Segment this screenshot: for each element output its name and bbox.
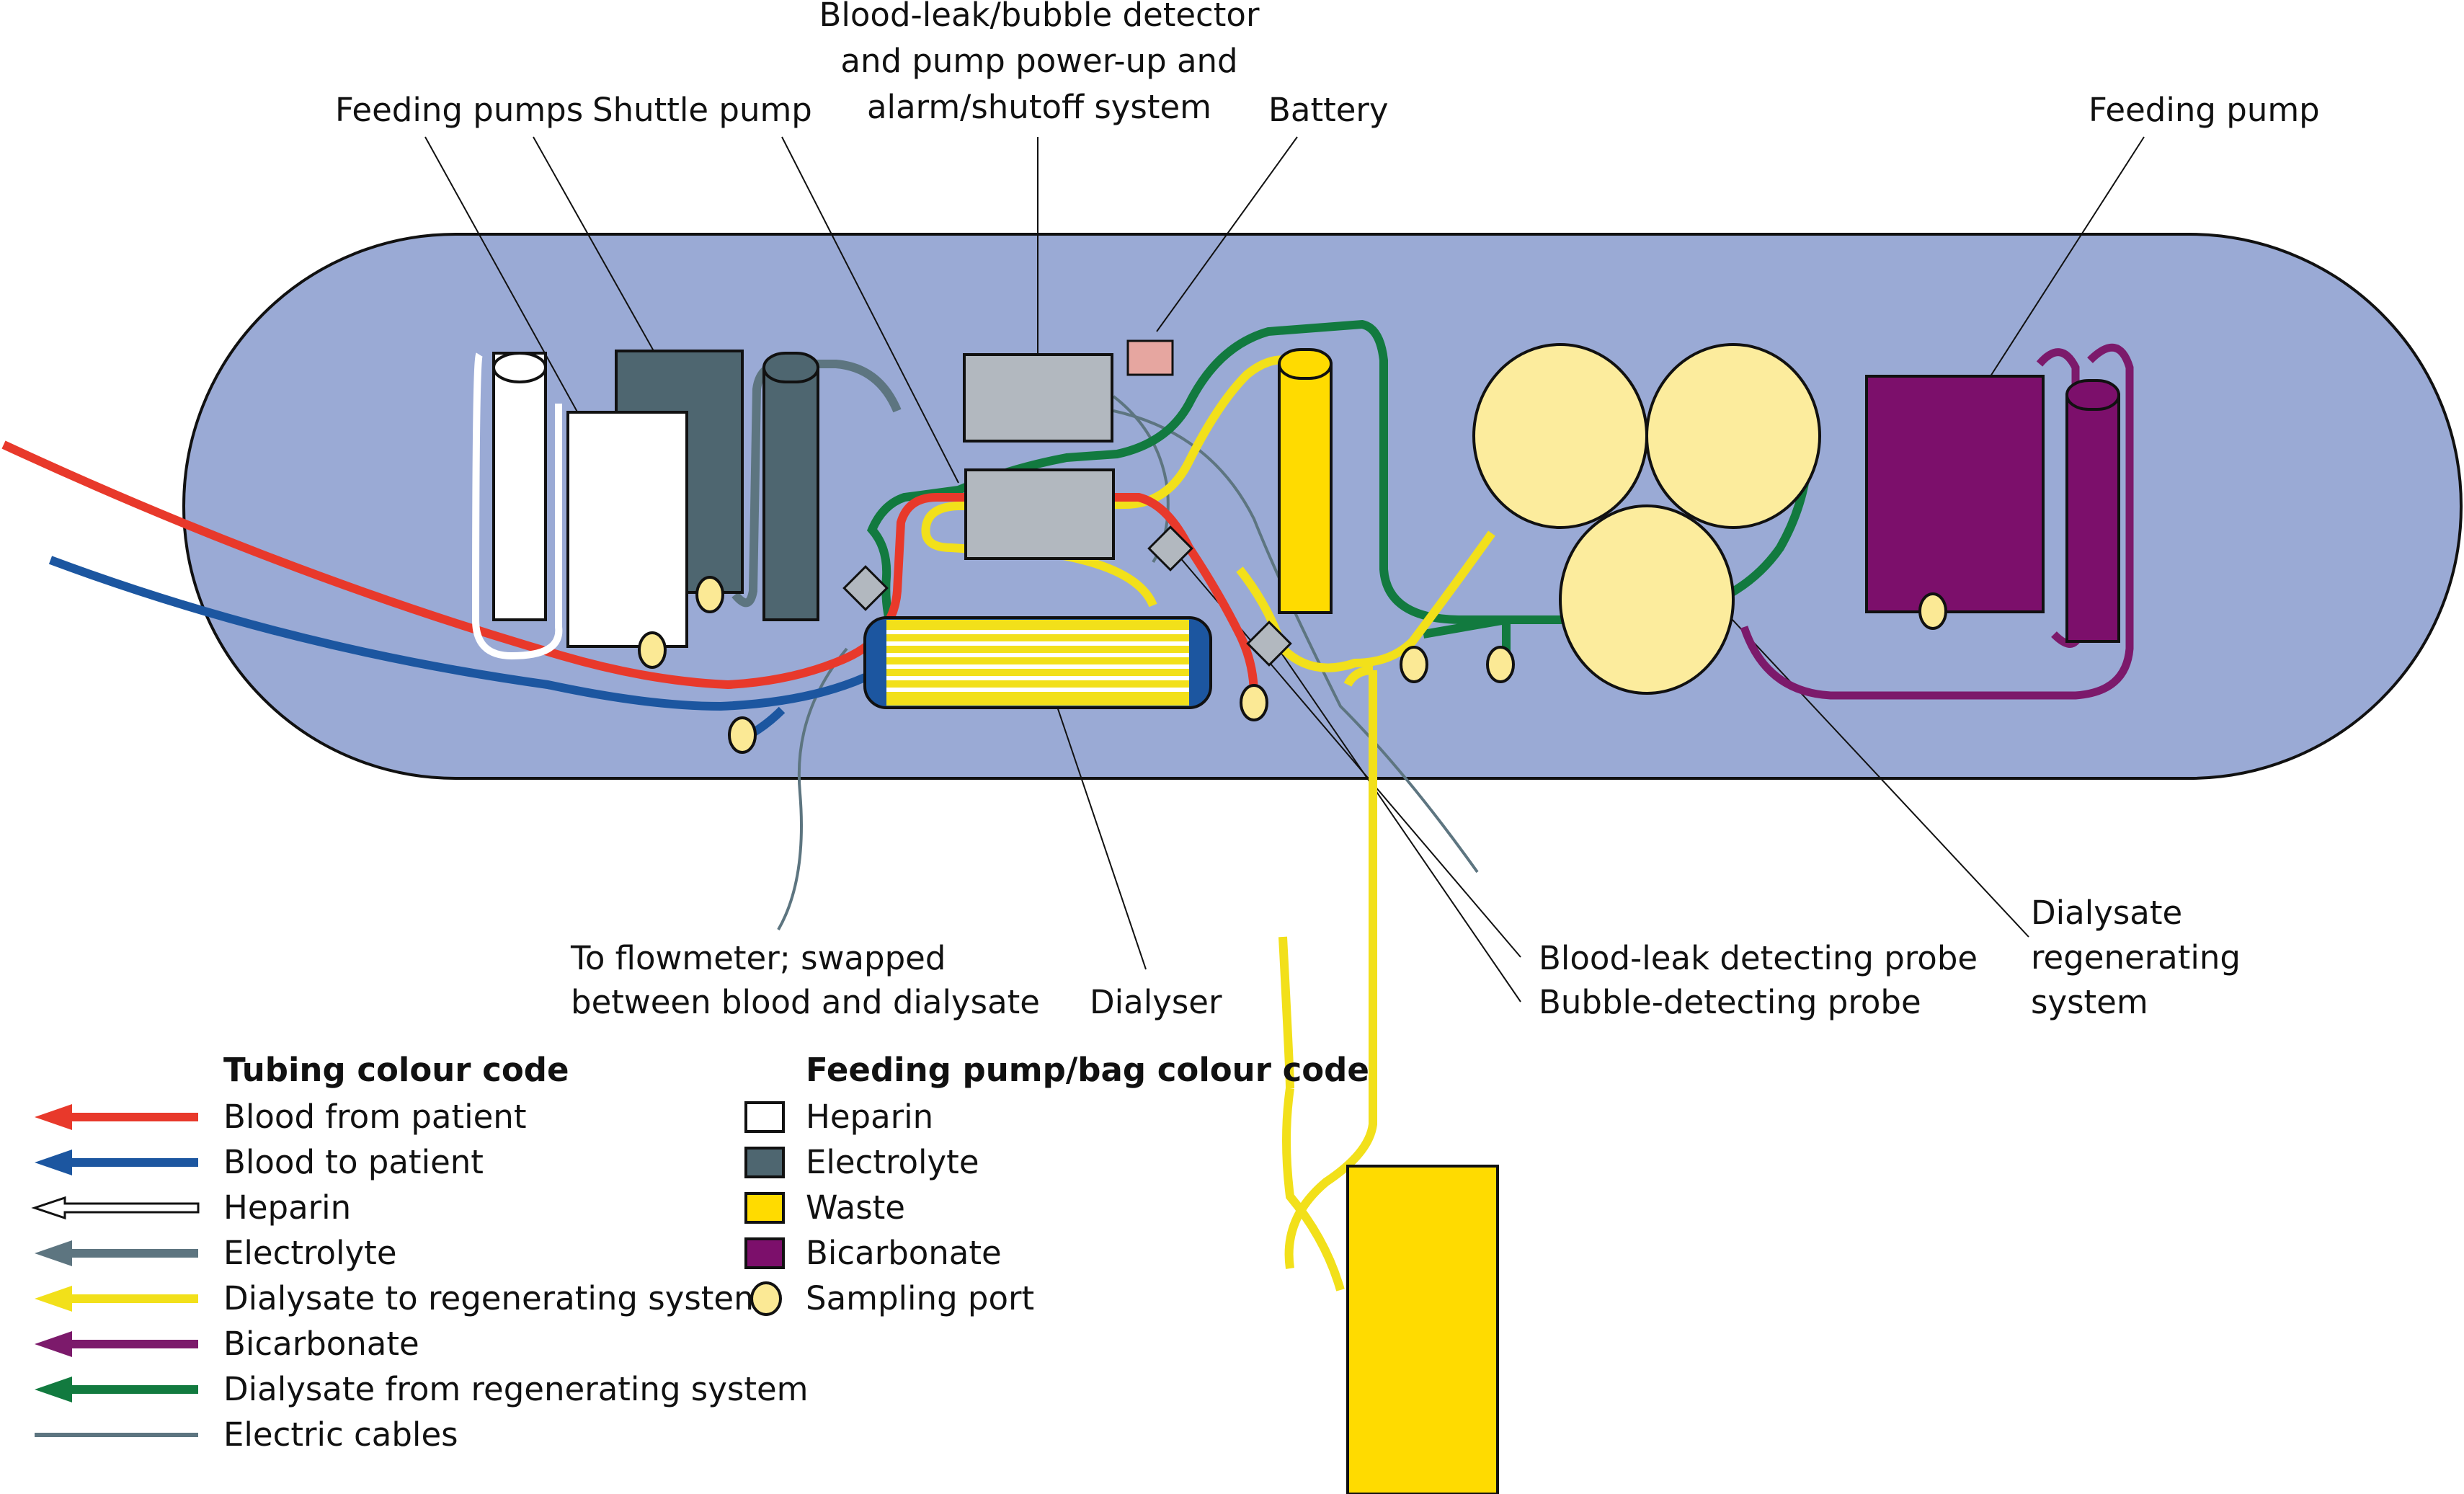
tube-bicarbonate	[1740, 343, 2134, 700]
tubing-legend-label: Dialysate to regenerating system	[223, 1279, 765, 1317]
electrolyte-pump	[762, 366, 819, 621]
leader-regen	[1722, 608, 2029, 938]
waste-pump	[1278, 363, 1333, 614]
bag-legend-label: Bicarbonate	[806, 1234, 1002, 1272]
flowmeter-probe	[842, 565, 889, 611]
label-feeding-pump: Feeding pump	[2089, 91, 2320, 129]
tubing-legend-label: Dialysate from regenerating system	[223, 1370, 809, 1408]
leader-feeding-pump	[1988, 136, 2145, 379]
tubing-legend-label: Heparin	[223, 1188, 351, 1227]
detector-module	[963, 353, 1113, 443]
sampling-port	[728, 716, 757, 754]
bag-legend: Feeding pump/bag colour code HeparinElec…	[744, 1051, 1369, 1317]
blood-leak-probe	[1147, 525, 1193, 572]
bag-legend-title: Feeding pump/bag colour code	[806, 1051, 1369, 1089]
legend-arrow-icon	[35, 1150, 72, 1175]
tubing-legend-title: Tubing colour code	[223, 1051, 569, 1089]
label-flowmeter-2: between blood and dialysate	[571, 983, 1040, 1021]
label-bubble-probe: Bubble-detecting probe	[1539, 983, 1921, 1021]
tubing-legend-item: Dialysate from regenerating system	[35, 1370, 809, 1408]
sampling-port	[1400, 646, 1428, 683]
tubing-legend-label: Electrolyte	[223, 1234, 397, 1272]
tubing-legend: Tubing colour code Blood from patientBlo…	[31, 1051, 809, 1454]
leader-bubble	[1268, 633, 1521, 1002]
label-regen-3: system	[2031, 983, 2148, 1021]
bag-legend-item: Bicarbonate	[744, 1234, 1002, 1272]
regenerating-system	[1472, 343, 1821, 695]
legend-swatch	[744, 1237, 785, 1269]
tubing-legend-label: Electric cables	[223, 1415, 458, 1454]
sampling-port	[638, 631, 667, 669]
bag-legend-label: Sampling port	[806, 1279, 1034, 1317]
leader-dialyser	[1051, 691, 1147, 970]
bicarbonate-bag	[1865, 375, 2045, 613]
legend-swatch	[31, 1196, 200, 1220]
legend-arrow-icon	[35, 1331, 72, 1357]
label-regen-2: regenerating	[2031, 938, 2241, 977]
shuttle-pump	[964, 468, 1115, 560]
bag-legend-item: Electrolyte	[744, 1143, 979, 1181]
label-regen-1: Dialysate	[2031, 894, 2182, 932]
tubing-legend-item: Blood to patient	[35, 1143, 484, 1181]
bag-legend-item: Heparin	[744, 1098, 933, 1136]
leader-shuttle-pump	[781, 136, 959, 484]
tubing-legend-label: Blood to patient	[223, 1143, 484, 1181]
tube-waste	[1282, 670, 1377, 1291]
legend-swatch	[744, 1147, 785, 1178]
label-flowmeter-1: To flowmeter; swapped	[570, 939, 946, 977]
label-dialyser: Dialyser	[1090, 983, 1222, 1021]
tubing-legend-label: Blood from patient	[223, 1098, 526, 1136]
tube-dialysate-to-2	[1236, 530, 1495, 672]
label-detector-1: Blood-leak/bubble detector	[819, 0, 1260, 34]
tubing-legend-label: Bicarbonate	[223, 1325, 419, 1363]
tubing-legend-item: Bicarbonate	[35, 1325, 419, 1363]
bubble-probe	[1246, 621, 1292, 667]
legend-arrow-icon	[35, 1104, 72, 1130]
tubing-legend-item: Dialysate to regenerating system	[35, 1279, 765, 1317]
tubing-legend-item: Blood from patient	[35, 1098, 526, 1136]
legend-swatch	[744, 1192, 785, 1224]
label-feeding-pumps: Feeding pumps	[335, 91, 583, 129]
bag-legend-label: Electrolyte	[806, 1143, 979, 1181]
waste-bag	[1346, 1165, 1499, 1494]
bicarbonate-pump	[2065, 393, 2120, 643]
legend-arrow-icon	[35, 1286, 72, 1312]
legend-arrow-icon	[35, 1377, 72, 1402]
tubing-legend-item: Electric cables	[35, 1415, 458, 1454]
bag-legend-label: Waste	[806, 1188, 905, 1227]
dialyser	[863, 616, 1212, 709]
sampling-ports	[638, 576, 1947, 754]
sampling-port	[1486, 646, 1515, 683]
tubing-legend-item: Heparin	[31, 1188, 351, 1227]
label-blood-leak-probe: Blood-leak detecting probe	[1539, 939, 1978, 977]
bag-legend-item: Sampling port	[750, 1279, 1034, 1317]
label-battery: Battery	[1268, 91, 1389, 129]
legend-swatch	[750, 1281, 782, 1316]
bag-legend-item: Waste	[744, 1188, 905, 1227]
leader-battery	[1156, 136, 1298, 332]
bag-legend-label: Heparin	[806, 1098, 933, 1136]
label-shuttle-pump: Shuttle pump	[592, 91, 812, 129]
tube-blood-from	[1, 440, 1258, 696]
label-detector-2: and pump power-up and	[840, 42, 1237, 80]
heparin-pump	[492, 352, 547, 621]
tubing-legend-item: Electrolyte	[35, 1234, 397, 1272]
sampling-port	[695, 576, 724, 613]
battery	[1126, 339, 1174, 376]
sampling-port	[1918, 592, 1947, 630]
label-detector-3: alarm/shutoff system	[867, 88, 1211, 126]
legend-arrow-icon	[35, 1240, 72, 1266]
tube-heparin	[471, 352, 563, 660]
sampling-port	[1240, 684, 1268, 721]
legend-swatch	[744, 1101, 785, 1133]
